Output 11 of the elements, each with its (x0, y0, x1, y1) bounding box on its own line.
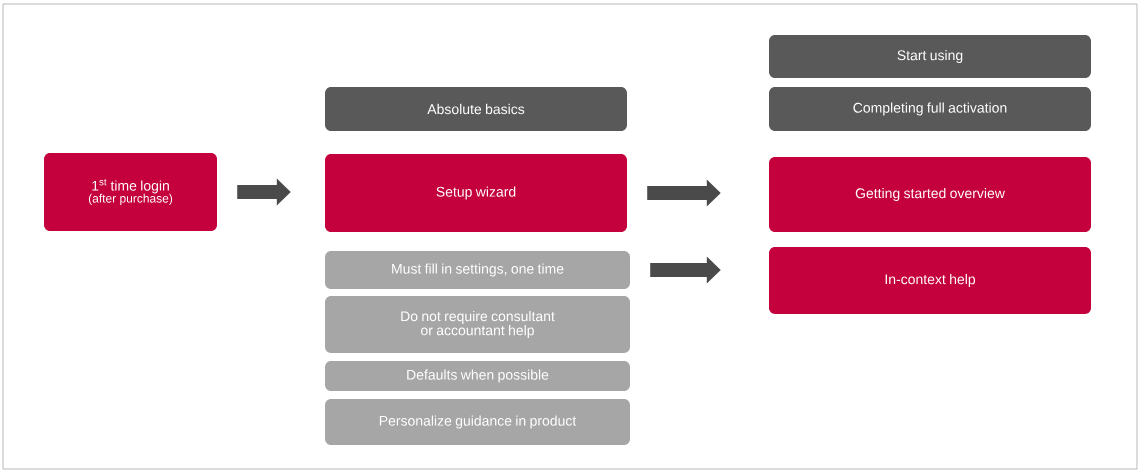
note-box: Personalize guidance in product (325, 399, 630, 445)
heading-box: Completing full activation (769, 87, 1091, 131)
process-box: In-context help (769, 247, 1091, 314)
heading-box: Start using (769, 35, 1091, 78)
process-box: Setup wizard (325, 154, 627, 232)
process-box: Getting started overview (769, 157, 1091, 232)
heading-box: Absolute basics (325, 87, 627, 131)
note-box: Do not require consultant or accountant help (325, 296, 630, 353)
note-box: Must fill in settings, one time (325, 251, 630, 289)
start-box: 1$^{st}$ time login (after purchase) (44, 153, 217, 231)
note-box: Defaults when possible (325, 361, 630, 391)
